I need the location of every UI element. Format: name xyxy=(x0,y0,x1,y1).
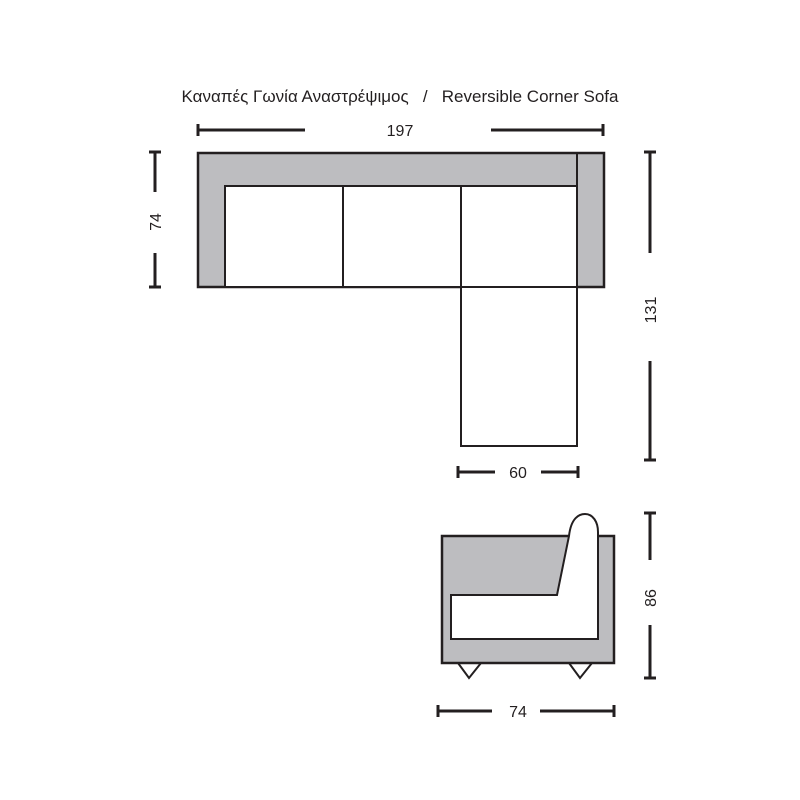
svg-text:74: 74 xyxy=(148,213,165,231)
sofa-legs xyxy=(457,662,593,680)
dimension-top-width: 197 xyxy=(196,123,605,140)
side-view xyxy=(440,512,616,680)
seat-cushion-1 xyxy=(224,185,344,288)
svg-text:74: 74 xyxy=(509,704,527,721)
svg-text:60: 60 xyxy=(509,465,527,482)
dimension-side-depth: 74 xyxy=(436,704,616,721)
seat-cushion-3 xyxy=(460,185,578,288)
top-view xyxy=(196,151,606,447)
dimension-side-height: 86 xyxy=(643,511,660,680)
dimension-left-depth: 74 xyxy=(148,150,165,289)
dimension-right-length: 131 xyxy=(643,150,660,462)
dimension-chaise-width: 60 xyxy=(456,465,580,482)
seat-cushion-2 xyxy=(342,185,462,288)
chaise-section xyxy=(460,286,578,447)
diagram-title: Καναπές Γωνία Αναστρέψιμος / Reversible … xyxy=(182,87,619,106)
seat-and-backrest xyxy=(450,512,599,640)
svg-text:197: 197 xyxy=(387,123,414,140)
svg-text:86: 86 xyxy=(643,589,660,607)
svg-text:131: 131 xyxy=(643,297,660,324)
